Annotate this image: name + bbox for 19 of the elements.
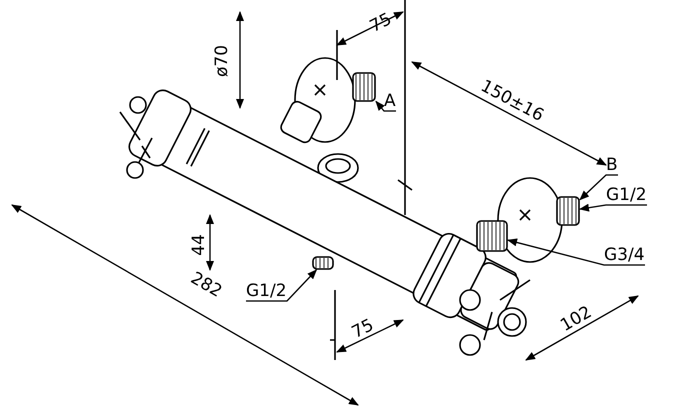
leader-line <box>375 100 396 112</box>
leader-line <box>579 174 618 200</box>
thread-fitting-drawing <box>352 72 376 102</box>
dimension-label: 44 <box>190 234 208 256</box>
callout-label: B <box>606 156 618 174</box>
outlet-thread-drawing <box>312 256 334 270</box>
union-nut-drawing <box>476 220 508 252</box>
leader-line <box>246 269 318 302</box>
callout-label: G3/4 <box>604 246 645 264</box>
dimension-label: 102 <box>558 303 595 335</box>
leader-line <box>507 238 645 266</box>
leader-line <box>579 204 647 212</box>
callout-label: G1/2 <box>246 282 287 300</box>
callout-label: G1/2 <box>606 186 647 204</box>
dimension-label: ø70 <box>213 44 232 78</box>
thread-fitting-drawing <box>556 196 580 226</box>
callout-label: A <box>384 92 396 110</box>
dimension-label: 75 <box>349 316 377 342</box>
dimension-label: 282 <box>188 269 225 301</box>
